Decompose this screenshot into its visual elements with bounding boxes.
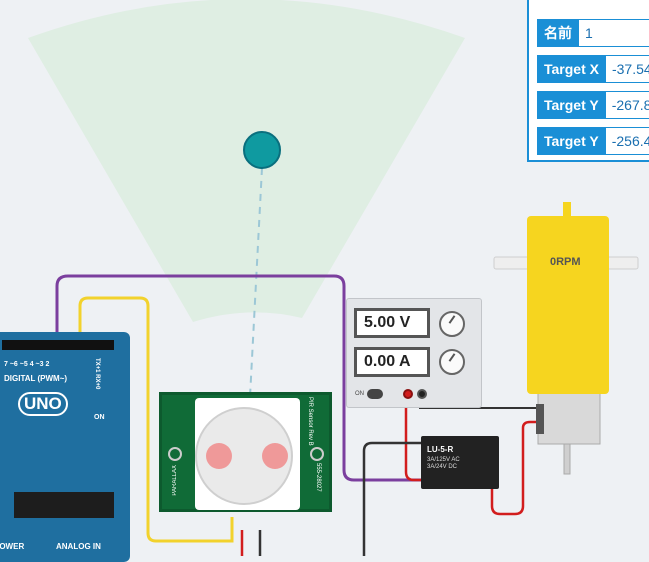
wire-red-psu-relay[interactable] (404, 396, 422, 482)
pir-sensor[interactable]: PARALLAX 555-28027 PIR Sensor Rev B (159, 392, 332, 512)
motor-terminal[interactable] (536, 404, 544, 434)
motor-shaft-bottom (563, 443, 571, 475)
prop-label: Target X (537, 55, 606, 83)
properties-panel: 名前 1 Target X -37.54 Target Y -267.8 Tar… (527, 0, 649, 162)
motor-rpm-label: 0RPM (550, 256, 581, 268)
wire-yellow[interactable] (78, 296, 234, 543)
prop-value-field[interactable]: -256.4 (605, 127, 649, 155)
analog-label: ANALOG IN (56, 542, 101, 551)
digital-label: DIGITAL (PWM~) (4, 374, 68, 383)
knob-icon[interactable] (439, 311, 465, 337)
relay[interactable]: LU-5-R 3A/125V AC 3A/24V DC (421, 436, 499, 489)
target-marker[interactable] (243, 131, 281, 169)
power-label: POWER (0, 542, 25, 551)
digital-header[interactable] (2, 340, 114, 350)
terminal-icon[interactable] (417, 389, 427, 399)
prop-row-target-y2[interactable]: Target Y -256.4 (537, 127, 649, 155)
motor-can (537, 391, 601, 445)
prop-label: Target Y (537, 91, 606, 119)
pir-brand: PARALLAX (172, 465, 178, 496)
current-display: 0.00 A (354, 347, 430, 377)
prop-row-target-y[interactable]: Target Y -267.8 (537, 91, 649, 119)
power-toggle-icon[interactable]: ON (355, 389, 383, 399)
uno-logo: UNO (18, 392, 68, 416)
prop-label: Target Y (537, 127, 606, 155)
microcontroller-chip (14, 492, 114, 518)
wire-purple[interactable] (55, 274, 422, 482)
pir-detection-zone (28, 0, 465, 322)
prop-row-target-x[interactable]: Target X -37.54 (537, 55, 649, 83)
prop-row-name[interactable]: 名前 1 (537, 19, 649, 47)
wire-red-relay-motor[interactable] (490, 420, 540, 516)
tx-rx-label: TX+1 RX+0 (94, 358, 100, 390)
pir-part-number: 555-28027 (315, 463, 321, 492)
motor-shaft-top (563, 202, 571, 218)
prop-value-field[interactable]: -267.8 (605, 91, 649, 119)
knob-icon[interactable] (439, 349, 465, 375)
voltage-display: 5.00 V (354, 308, 430, 338)
dc-motor[interactable] (527, 216, 609, 394)
on-label: ON (355, 391, 364, 397)
relay-rating: 3A/125V AC 3A/24V DC (427, 457, 460, 470)
prop-label: 名前 (537, 19, 579, 47)
prop-value-field[interactable]: -37.54 (605, 55, 649, 83)
pin-labels: 7 ~6 ~5 4 ~3 2 (4, 361, 50, 368)
wire-black-relay[interactable] (362, 441, 425, 556)
on-led-label: ON (94, 414, 105, 421)
terminal-icon[interactable] (403, 389, 413, 399)
pir-title: PIR Sensor Rev B (307, 397, 313, 446)
relay-model: LU-5-R (427, 445, 454, 454)
prop-value-field[interactable]: 1 (579, 19, 649, 47)
power-toggle[interactable] (367, 389, 383, 399)
power-supply[interactable]: 5.00 V 0.00 A ON (346, 298, 482, 408)
arduino-uno[interactable]: 7 ~6 ~5 4 ~3 2 DIGITAL (PWM~) TX+1 RX+0 … (0, 332, 130, 562)
